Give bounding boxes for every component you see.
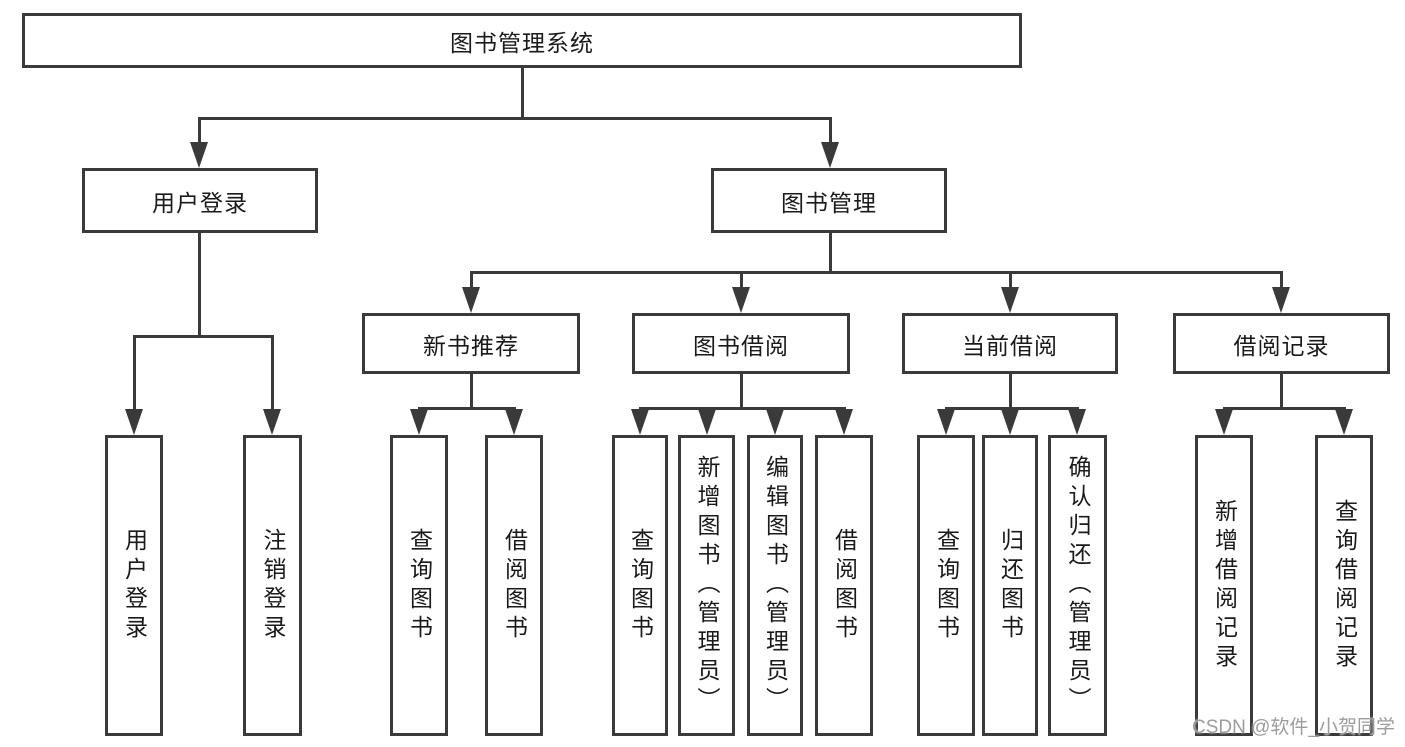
connector-line (132, 334, 274, 338)
arrow-head-icon (631, 409, 649, 435)
watermark: CSDN @软件_小贺同学 (1192, 717, 1395, 738)
arrow-head-icon (462, 287, 480, 313)
connector-line (469, 270, 1283, 274)
arrow-head-icon (698, 409, 716, 435)
arrow-stem (132, 336, 136, 413)
arrow-head-icon (1001, 287, 1019, 313)
arrow-head-icon (1001, 409, 1019, 435)
arrow-head-icon (505, 409, 523, 435)
arrow-head-icon (937, 409, 955, 435)
node-new-book-rec: 新书推荐 (362, 313, 580, 374)
connector-line (1279, 374, 1283, 410)
node-leaf-borrow-book: 借阅图书 (815, 435, 873, 736)
connector-line (1008, 374, 1012, 410)
connector-line (638, 406, 846, 410)
node-leaf-edit-book: 编辑图书（管理员） (747, 435, 803, 736)
node-root: 图书管理系统 (22, 13, 1022, 68)
node-leaf-query-book-rec: 查询图书 (390, 435, 448, 736)
arrow-head-icon (766, 409, 784, 435)
node-current-borrow: 当前借阅 (902, 313, 1118, 374)
arrow-stem (1008, 272, 1012, 291)
node-leaf-confirm-return: 确认归还（管理员） (1048, 435, 1107, 736)
node-book-borrow: 图书借阅 (632, 313, 850, 374)
arrow-stem (828, 118, 832, 146)
arrow-stem (1279, 272, 1283, 291)
connector-line (828, 233, 832, 274)
connector-line (197, 233, 201, 338)
connector-line (1222, 406, 1346, 410)
node-leaf-user-login: 用户登录 (105, 435, 163, 736)
arrow-stem (197, 118, 201, 146)
node-leaf-query-record: 查询借阅记录 (1315, 435, 1373, 736)
connector-line (417, 406, 516, 410)
arrow-stem (739, 272, 743, 291)
connector-line (739, 374, 743, 410)
arrow-head-icon (1068, 409, 1086, 435)
node-user-login: 用户登录 (82, 168, 318, 233)
node-borrow-record: 借阅记录 (1173, 313, 1390, 374)
arrow-stem (469, 272, 473, 291)
node-leaf-query-book-cur: 查询图书 (917, 435, 975, 736)
connector-line (944, 406, 1079, 410)
node-leaf-add-book: 新增图书（管理员） (678, 435, 735, 736)
arrow-stem (270, 336, 274, 413)
connector-line (469, 374, 473, 410)
node-book-mgmt: 图书管理 (711, 168, 947, 233)
arrow-head-icon (835, 409, 853, 435)
arrow-head-icon (190, 142, 208, 168)
arrow-head-icon (821, 142, 839, 168)
arrow-head-icon (1272, 287, 1290, 313)
arrow-head-icon (263, 409, 281, 435)
connector-line (197, 116, 832, 120)
arrow-head-icon (410, 409, 428, 435)
arrow-head-icon (732, 287, 750, 313)
node-leaf-logout: 注销登录 (243, 435, 302, 736)
node-leaf-query-book-borrow: 查询图书 (612, 435, 668, 736)
connector-line (520, 68, 524, 120)
node-leaf-return-book: 归还图书 (982, 435, 1038, 736)
arrow-head-icon (125, 409, 143, 435)
arrow-head-icon (1215, 409, 1233, 435)
node-leaf-borrow-book-rec: 借阅图书 (485, 435, 543, 736)
arrow-head-icon (1335, 409, 1353, 435)
node-leaf-add-record: 新增借阅记录 (1195, 435, 1253, 736)
